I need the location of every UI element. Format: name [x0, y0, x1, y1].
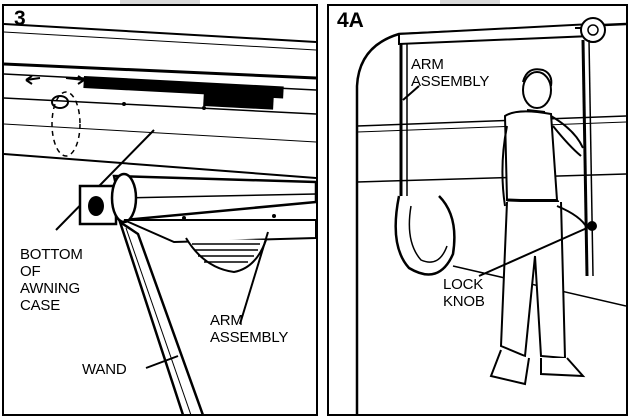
rv-body-outline	[355, 22, 626, 414]
man-head	[522, 71, 552, 109]
step-number-3: 3	[14, 7, 26, 30]
man-legs	[499, 201, 567, 360]
leader-arm-assembly	[239, 231, 269, 325]
dashed-rotation-path	[51, 91, 81, 157]
step-number-4a: 4A	[337, 9, 364, 32]
wand-shaft	[117, 218, 204, 414]
leader-lock-knob	[478, 227, 588, 277]
label-arm-assembly-4a: ARM ASSEMBLY	[411, 56, 490, 90]
rv-wheel	[394, 195, 456, 276]
left-arrow-icon	[25, 77, 41, 81]
man-left-shoe	[489, 349, 530, 386]
cropped-caption-remnant	[120, 0, 200, 4]
right-arm-assembly	[581, 39, 589, 277]
case-fastener	[51, 95, 69, 109]
panel-4a-lock-knob-detail: 4A ARM ASSEMBLY LOCK KNOB	[327, 4, 628, 416]
bracket-bolt	[88, 196, 104, 216]
awning-case	[398, 22, 592, 46]
case-dark-recess	[203, 90, 274, 110]
lock-knob-icon	[587, 221, 597, 231]
label-lock-knob: LOCK KNOB	[443, 276, 485, 310]
right-arrow-icon	[65, 77, 85, 81]
label-wand: WAND	[82, 361, 127, 378]
leader-arm-assembly-4a	[402, 85, 420, 101]
man-belt	[506, 198, 560, 204]
panel-3-awning-case-detail: 3 BOTTOM OF AWNING CASE ARM ASSEMBLY WAN…	[2, 4, 318, 416]
leader-wand	[145, 355, 179, 369]
man-torso	[503, 110, 559, 201]
panel-3-illustration	[4, 23, 316, 414]
label-arm-assembly: ARM ASSEMBLY	[210, 312, 289, 346]
label-bottom-of-awning-case: BOTTOM OF AWNING CASE	[20, 246, 83, 314]
leader-bottom-of-case	[55, 129, 155, 231]
roller-tube	[185, 237, 267, 274]
man-right-shoe	[540, 357, 586, 378]
panel-4a-illustration	[355, 17, 626, 414]
arm-pivot	[110, 172, 138, 224]
cropped-caption-remnant-right	[440, 0, 500, 4]
